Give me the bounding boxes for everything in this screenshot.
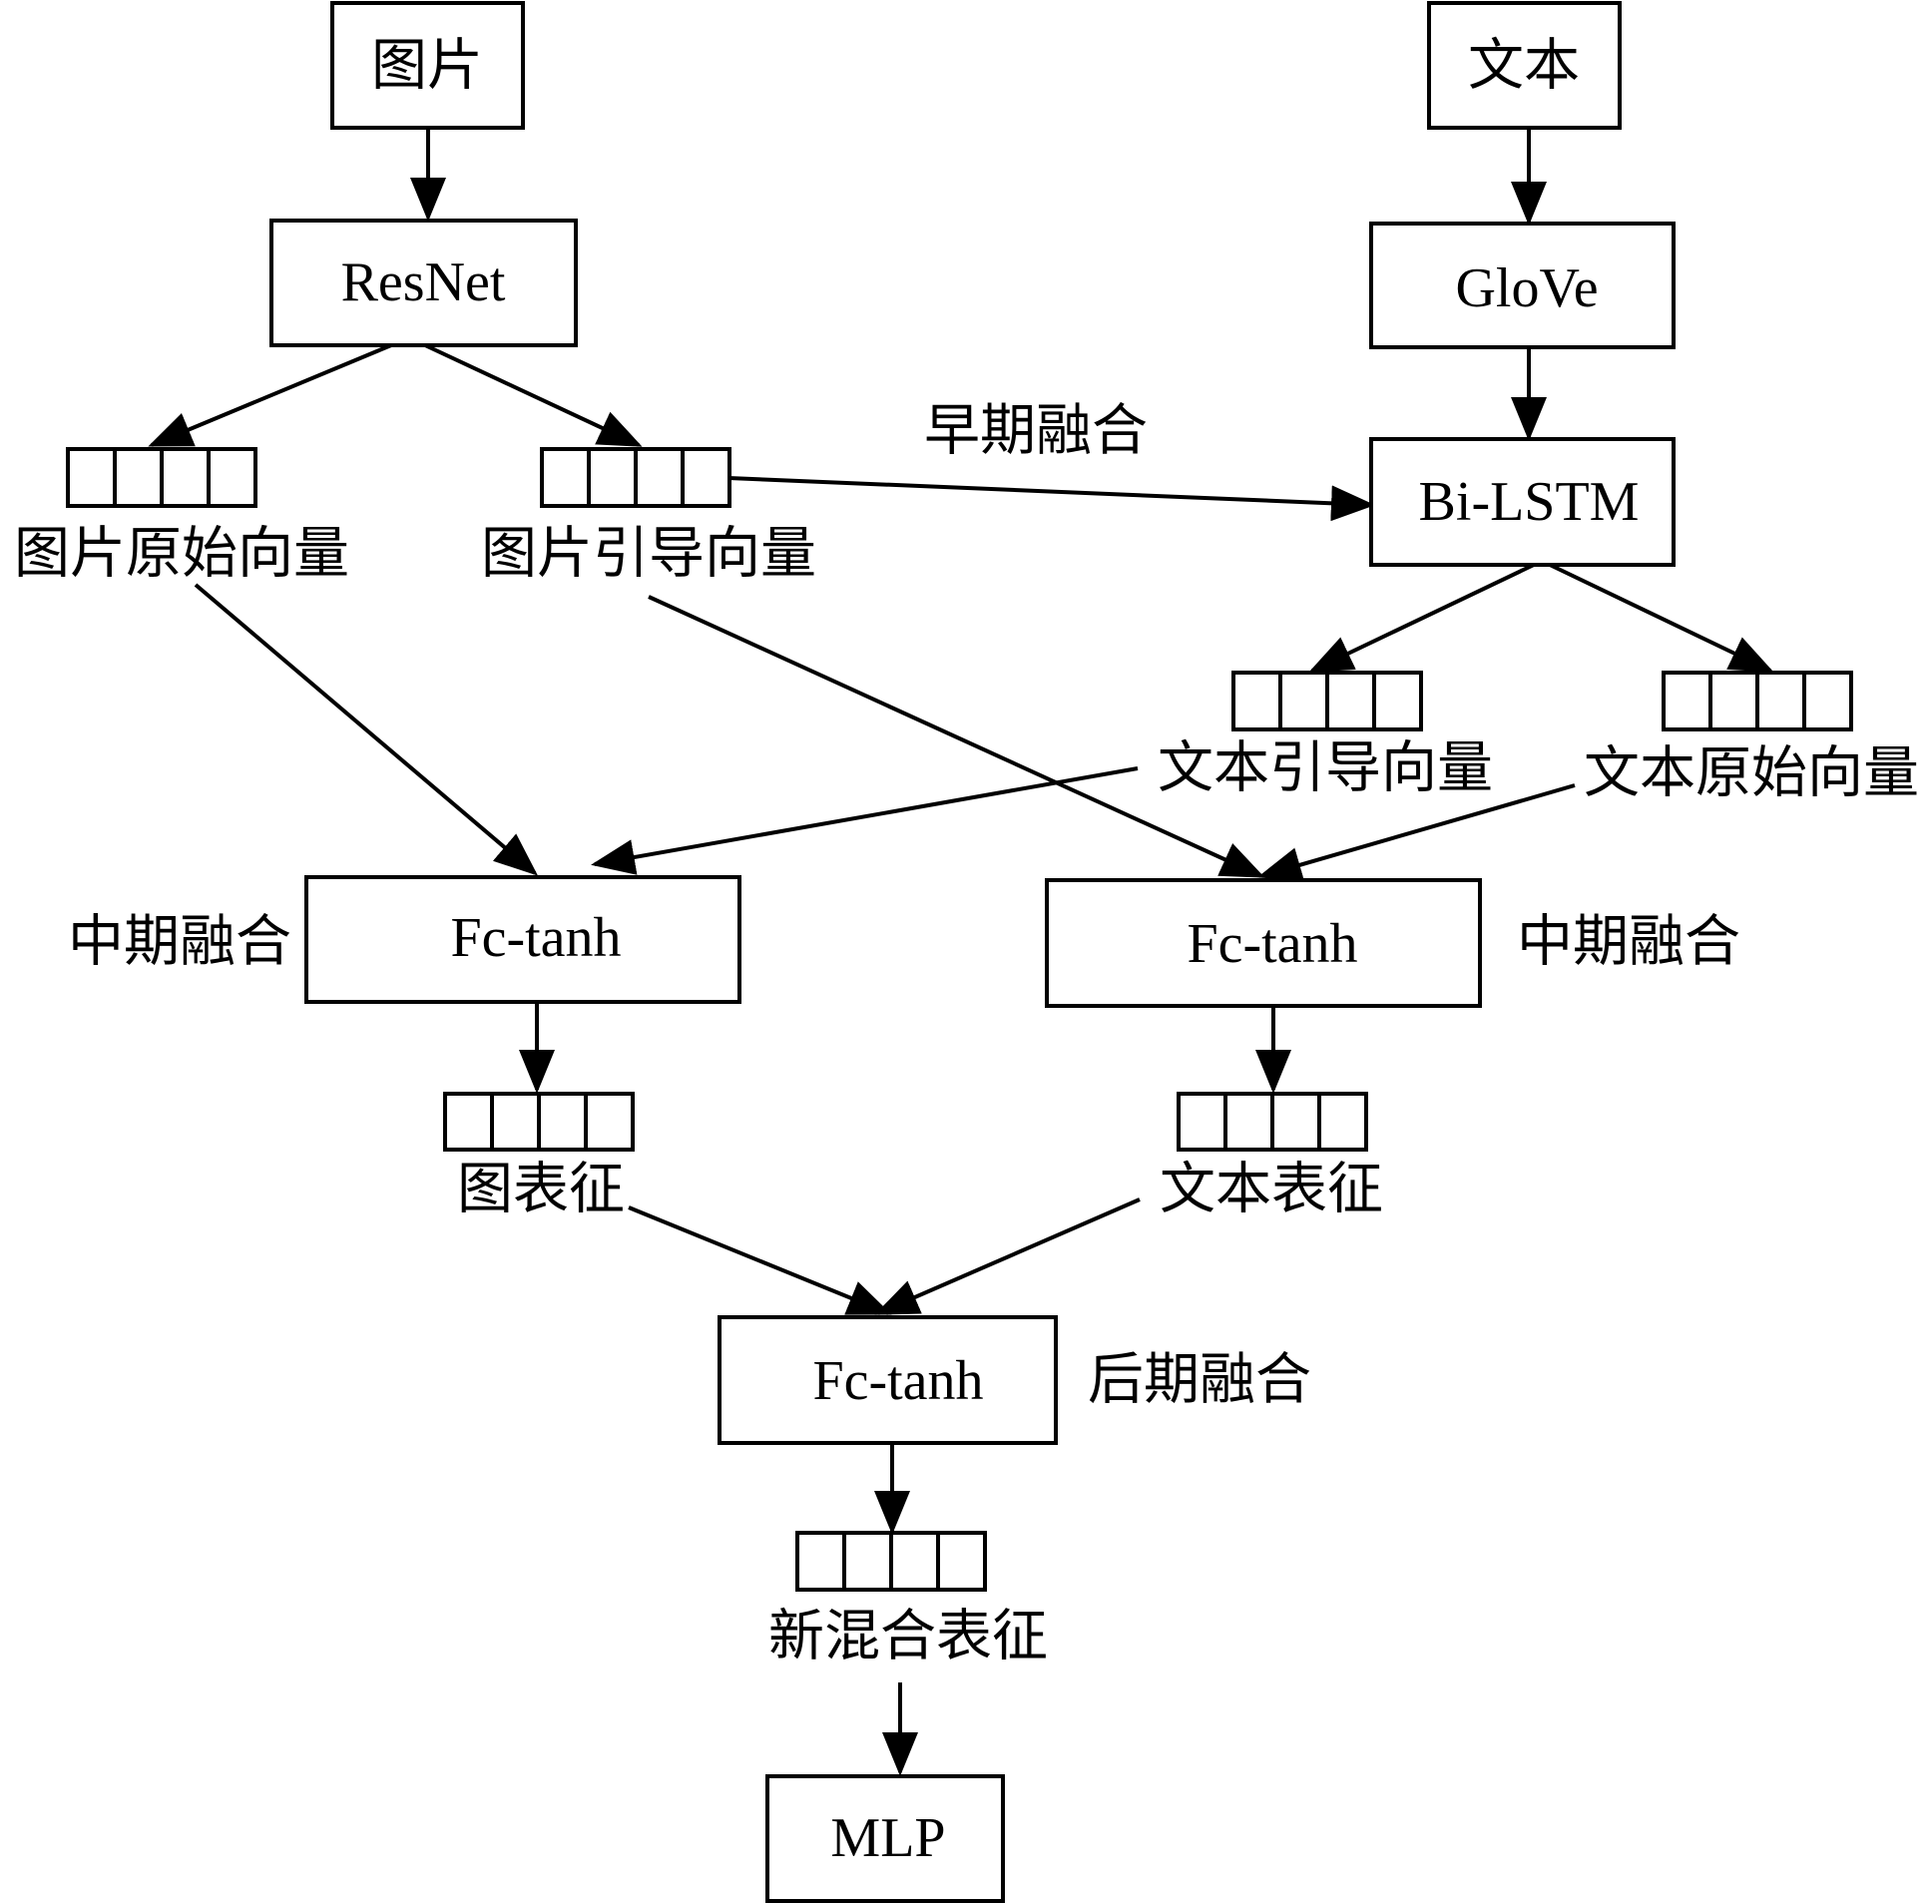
vector-new-mix-label: 新混合表征 [768, 1605, 1048, 1669]
vector-img-repr-label: 图表征 [457, 1158, 625, 1222]
edge-img-guide-to-bilstm [727, 476, 1375, 522]
edge-img-raw-to-fc-image [194, 583, 539, 876]
node-mlp-label: MLP [830, 1807, 945, 1869]
stage-late-label: 后期融合 [1088, 1348, 1311, 1413]
node-bilstm-label: Bi-LSTM [1419, 471, 1640, 533]
vector-txt-guide-label: 文本引导向量 [1158, 736, 1493, 801]
vector-txt-raw-icon [1662, 671, 1853, 731]
vector-img-guide-icon [540, 447, 731, 508]
node-fc-text: Fc-tanh [1045, 878, 1482, 1008]
edge-bilstm-to-txt-guide [1308, 563, 1535, 673]
node-fc-late-label: Fc-tanh [812, 1350, 983, 1412]
edge-txt-guide-to-fc-image [591, 766, 1139, 875]
node-resnet: ResNet [269, 219, 578, 347]
node-glove: GloVe [1369, 222, 1676, 349]
vector-txt-guide-icon [1231, 671, 1423, 731]
vector-img-raw-icon [66, 447, 257, 508]
node-image-input: 图片 [330, 1, 525, 130]
vector-txt-repr-icon [1177, 1092, 1368, 1152]
node-fc-image: Fc-tanh [304, 875, 741, 1004]
edge-img-repr-to-fc-late [628, 1205, 892, 1315]
node-fc-late: Fc-tanh [718, 1315, 1058, 1445]
edge-resnet-to-img-raw [148, 343, 392, 447]
node-glove-label: GloVe [1455, 257, 1598, 319]
vector-txt-repr-label: 文本表征 [1160, 1158, 1383, 1222]
node-text-input-label: 文本 [1468, 34, 1580, 99]
stage-early-label: 早期融合 [924, 399, 1148, 464]
node-fc-image-label: Fc-tanh [450, 907, 621, 969]
node-mlp: MLP [765, 1774, 1005, 1903]
vector-img-guide-label: 图片引导向量 [481, 522, 816, 587]
stage-mid-left-label: 中期融合 [68, 910, 291, 975]
vector-txt-raw-label: 文本原始向量 [1584, 741, 1919, 806]
node-bilstm: Bi-LSTM [1369, 437, 1676, 567]
vector-img-repr-icon [443, 1092, 635, 1152]
node-fc-text-label: Fc-tanh [1187, 913, 1357, 975]
stage-mid-right-label: 中期融合 [1517, 910, 1740, 975]
node-text-input: 文本 [1427, 1, 1622, 130]
edge-txt-raw-to-fc-text [1257, 783, 1576, 883]
edge-bilstm-to-txt-raw [1549, 563, 1774, 673]
vector-new-mix-icon [795, 1531, 987, 1592]
edge-img-guide-to-fc-text [648, 595, 1265, 878]
edge-resnet-to-img-guide [424, 343, 643, 447]
vector-img-raw-label: 图片原始向量 [14, 522, 349, 587]
edge-txt-repr-to-fc-late [874, 1197, 1141, 1315]
node-resnet-label: ResNet [341, 251, 506, 313]
node-image-input-label: 图片 [371, 34, 483, 99]
edges [148, 128, 1774, 1776]
